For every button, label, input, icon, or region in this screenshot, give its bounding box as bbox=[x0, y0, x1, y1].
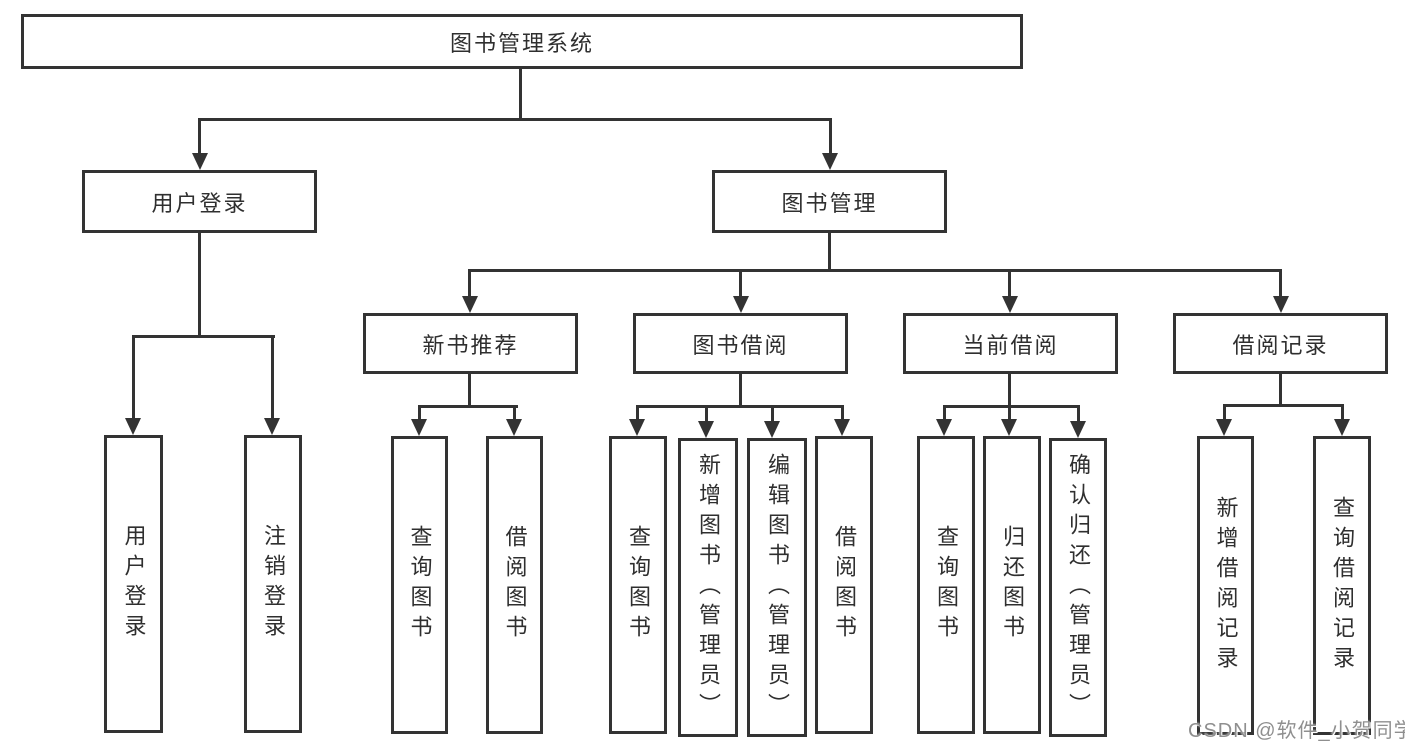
arrowhead-cb-query bbox=[936, 419, 952, 436]
arrowhead-rec-borrow bbox=[506, 419, 522, 436]
edge-drop-cb-query bbox=[943, 405, 946, 420]
leaf-logout-login: 注销登录 bbox=[244, 435, 302, 733]
edge-br-bus bbox=[1223, 404, 1344, 407]
edge-rec-stem bbox=[468, 374, 471, 407]
leaf-current-query-books: 查询图书 bbox=[917, 436, 975, 734]
arrowhead-cb-confirm bbox=[1070, 421, 1086, 438]
edge-drop-rec-borrow bbox=[513, 405, 516, 420]
edge-bb-stem bbox=[739, 374, 742, 407]
node-borrowing-records: 借阅记录 bbox=[1173, 313, 1388, 374]
arrowhead-borrowing-records bbox=[1273, 296, 1289, 313]
edge-root-bus bbox=[198, 118, 832, 121]
edge-rec-bus bbox=[418, 405, 518, 408]
leaf-current-return-books: 归还图书 bbox=[983, 436, 1041, 734]
edge-drop-bb-edit bbox=[771, 405, 774, 421]
arrowhead-user-login bbox=[192, 153, 208, 170]
leaf-recommend-borrow-books: 借阅图书 bbox=[486, 436, 543, 734]
arrowhead-book-borrowing bbox=[733, 296, 749, 313]
arrowhead-leaf-logout bbox=[264, 418, 280, 435]
node-book-management: 图书管理 bbox=[712, 170, 947, 233]
arrowhead-bb-borrow bbox=[834, 419, 850, 436]
edge-drop-leaf-user-login bbox=[132, 335, 135, 420]
arrowhead-br-add bbox=[1216, 419, 1232, 436]
edge-drop-borrowing-records bbox=[1279, 269, 1282, 298]
leaf-records-query-borrow-record: 查询借阅记录 bbox=[1313, 436, 1371, 735]
edge-mgmt-stem bbox=[828, 233, 831, 272]
edge-drop-bb-borrow bbox=[841, 405, 844, 420]
edge-root-stem bbox=[519, 66, 522, 121]
arrowhead-bb-query bbox=[629, 419, 645, 436]
edge-mgmt-bus bbox=[468, 269, 1282, 272]
edge-bb-bus bbox=[636, 405, 844, 408]
edge-login-stem bbox=[198, 233, 201, 337]
edge-login-bus bbox=[132, 335, 275, 338]
csdn-watermark: CSDN @软件_小贺同学 bbox=[1188, 720, 1405, 742]
arrowhead-recommendation bbox=[462, 296, 478, 313]
edge-cb-bus bbox=[943, 405, 1080, 408]
node-library-management-system: 图书管理系统 bbox=[21, 14, 1023, 69]
edge-drop-book-management bbox=[829, 118, 832, 155]
leaf-records-add-borrow-record: 新增借阅记录 bbox=[1197, 436, 1254, 735]
arrowhead-current-borrowing bbox=[1002, 296, 1018, 313]
edge-drop-bb-add bbox=[705, 405, 708, 421]
arrowhead-bb-add bbox=[698, 421, 714, 438]
edge-drop-cb-return bbox=[1008, 405, 1011, 420]
leaf-borrowing-query-books: 查询图书 bbox=[609, 436, 667, 734]
arrowhead-rec-query bbox=[411, 419, 427, 436]
edge-drop-cb-confirm bbox=[1077, 405, 1080, 421]
edge-drop-br-add bbox=[1223, 404, 1226, 420]
node-user-login: 用户登录 bbox=[82, 170, 317, 233]
edge-drop-book-borrowing bbox=[739, 269, 742, 298]
node-book-borrowing: 图书借阅 bbox=[633, 313, 848, 374]
edge-br-stem bbox=[1279, 374, 1282, 406]
edge-drop-br-query bbox=[1341, 404, 1344, 420]
leaf-user-login: 用户登录 bbox=[104, 435, 163, 733]
node-current-borrowing: 当前借阅 bbox=[903, 313, 1118, 374]
edge-drop-recommendation bbox=[468, 269, 471, 298]
edge-drop-user-login bbox=[198, 118, 201, 155]
edge-drop-rec-query bbox=[418, 405, 421, 420]
edge-drop-bb-query bbox=[636, 405, 639, 420]
leaf-borrowing-add-books-admin: 新增图书（管理员） bbox=[678, 438, 738, 737]
arrowhead-leaf-user-login bbox=[125, 418, 141, 435]
leaf-borrowing-edit-books-admin: 编辑图书（管理员） bbox=[747, 438, 807, 737]
arrowhead-bb-edit bbox=[764, 421, 780, 438]
edge-drop-leaf-logout bbox=[271, 335, 274, 420]
edge-cb-stem bbox=[1008, 374, 1011, 407]
node-new-book-recommendation: 新书推荐 bbox=[363, 313, 578, 374]
arrowhead-book-management bbox=[822, 153, 838, 170]
edge-drop-current-borrowing bbox=[1008, 269, 1011, 298]
arrowhead-cb-return bbox=[1001, 419, 1017, 436]
leaf-borrowing-borrow-books: 借阅图书 bbox=[815, 436, 873, 734]
leaf-current-confirm-return-admin: 确认归还（管理员） bbox=[1049, 438, 1107, 737]
leaf-recommend-query-books: 查询图书 bbox=[391, 436, 448, 734]
arrowhead-br-query bbox=[1334, 419, 1350, 436]
